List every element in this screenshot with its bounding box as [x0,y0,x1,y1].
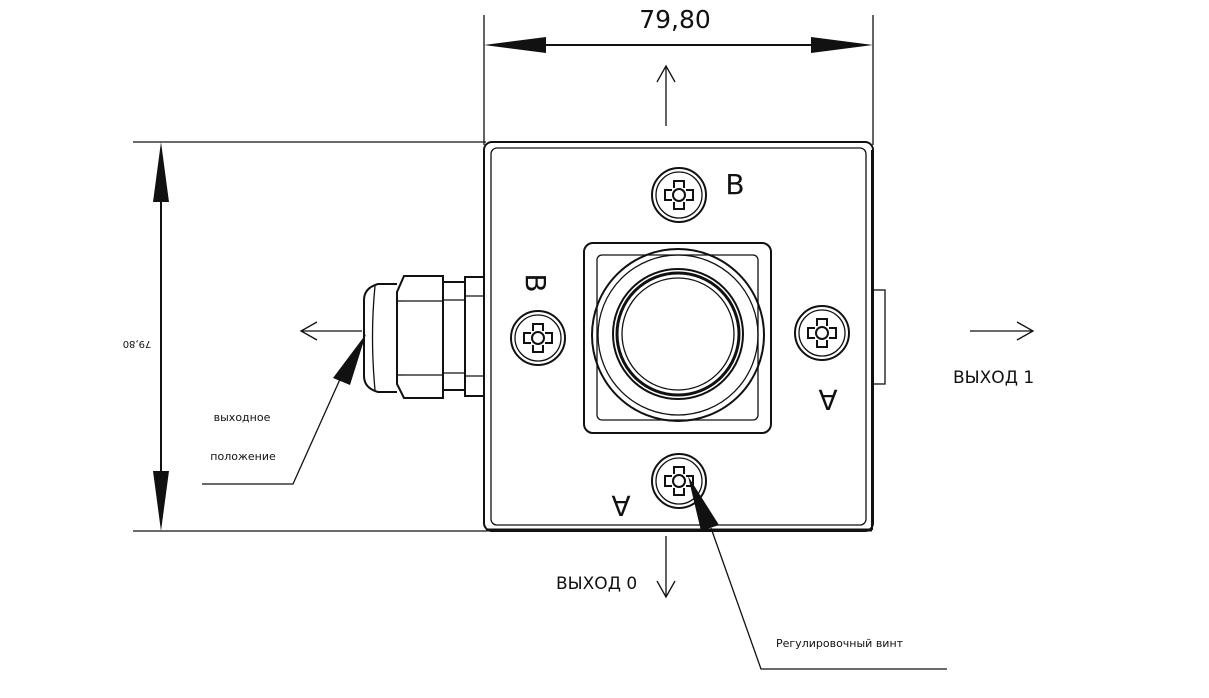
phillips-cross-icon [523,323,553,353]
adjust-screw-label: Регулировочный винт [776,637,904,650]
lens-ring [615,271,741,397]
cable-position-callout: выходное положение [202,334,366,485]
screw-top [651,167,707,223]
height-dimension: 79,80 [123,141,486,532]
height-arrowhead-top [153,142,169,202]
gland-flange [464,276,485,397]
bezel-ring [597,254,759,416]
height-dimension-label: 79,80 [123,338,152,349]
arrow-up-icon [656,64,676,126]
cover-outer [583,242,772,434]
right-side-flange [872,289,886,385]
face-letter-bottom: A [611,489,630,522]
housing-inner [490,147,867,526]
gland-dome-nut [363,283,397,393]
bezel-outer [591,248,765,422]
phillips-cross-icon [807,318,837,348]
direction-arrows [299,64,1035,599]
face-letter-left: B [519,273,552,292]
center-cover [583,242,772,434]
width-arrowhead-right [811,37,873,53]
width-dimension-label: 79,80 [639,5,711,34]
width-arrowhead-left [484,37,546,53]
gland-hex-nut [396,275,444,399]
height-arrowhead-bottom [153,471,169,531]
lens-window [621,277,735,391]
lens-ring-outer [612,268,744,400]
screw-right [794,305,850,361]
arrow-right-icon [970,321,1035,341]
arrow-down-icon [656,536,676,599]
cable-position-label-line2: положение [210,450,276,463]
cable-position-label-line1: выходное [214,411,271,424]
output-1-label: ВЫХОД 1 [953,368,1034,388]
adjust-screw-callout: Регулировочный винт [688,476,947,670]
arrow-left-icon [299,321,362,341]
cable-gland [363,275,485,399]
gland-body [442,281,466,391]
face-letter-top: B [725,168,744,201]
phillips-cross-icon [664,180,694,210]
screw-left [510,310,566,366]
output-0-label: ВЫХОД 0 [556,574,637,594]
phillips-cross-icon [664,466,694,496]
callout-arrowhead [688,476,719,531]
face-letter-right: A [818,383,837,416]
callout-arrowhead [333,334,366,385]
width-dimension: 79,80 [483,5,874,145]
screw-bottom-adjust [651,453,707,509]
